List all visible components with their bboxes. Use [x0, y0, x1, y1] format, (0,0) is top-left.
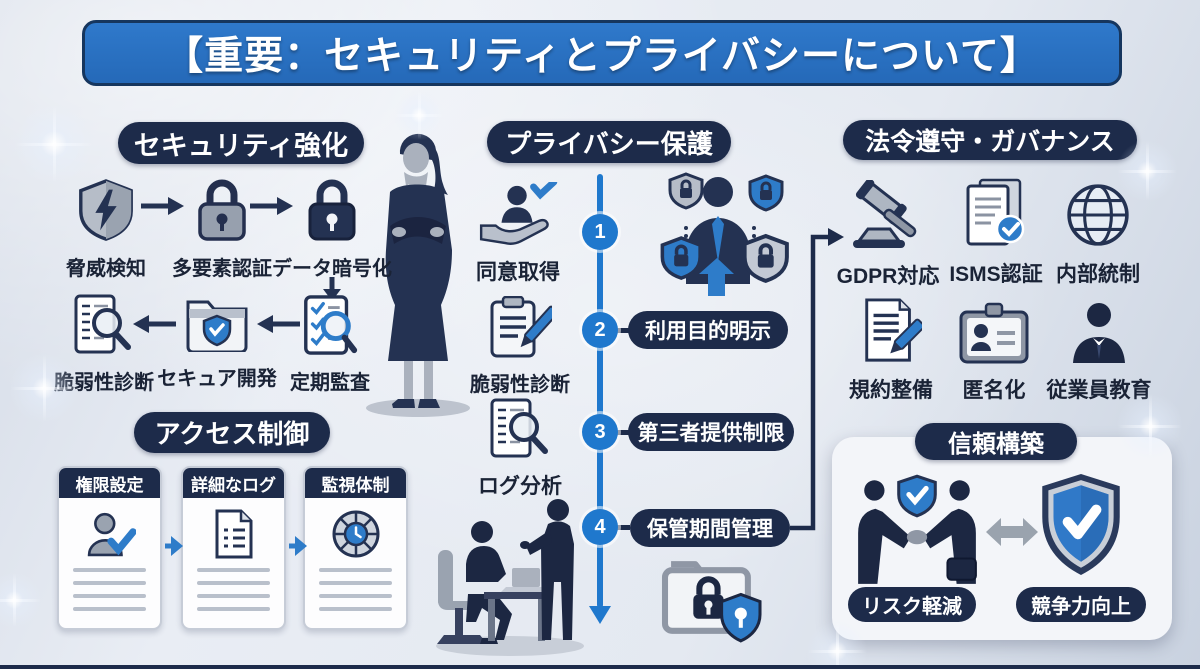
timeline-connector	[614, 430, 630, 435]
card-title: 権限設定	[59, 468, 160, 498]
id-badge-icon	[959, 302, 1029, 369]
timeline-connector	[614, 525, 630, 530]
arrow-left-icon	[257, 315, 300, 333]
step-number: 1	[594, 220, 606, 243]
consent-hand-icon	[477, 178, 559, 251]
employee-icon	[1069, 300, 1129, 369]
timeline-step-2: 2	[582, 312, 618, 348]
trust-badge-competitiveness: 競争力向上	[1016, 587, 1146, 622]
sparkle-glint	[8, 98, 100, 190]
trust-badge-risk-reduction: リスク軽減	[848, 587, 976, 622]
log-analysis-icon	[488, 398, 552, 465]
folder-shield-icon	[184, 294, 250, 357]
section-title-privacy: プライバシー保護	[487, 121, 731, 163]
governance-item-employee-training: 従業員教育	[1044, 300, 1154, 404]
privacy-item-consent: 同意取得	[466, 178, 570, 286]
security-item-threat-detection: 脅威検知	[58, 178, 154, 281]
privacy-item-log-analysis: ログ分析	[466, 398, 574, 500]
document-magnifier-icon	[72, 294, 136, 361]
governance-item-gdpr: GDPR対応	[836, 178, 940, 290]
clipboard-pencil-icon	[488, 295, 559, 363]
item-label: 脅威検知	[66, 258, 146, 280]
audit-checklist-icon	[300, 294, 360, 361]
arrow-down-icon	[323, 277, 341, 301]
consultation-illustration	[436, 499, 584, 656]
timeline-connector	[614, 328, 630, 333]
log-document-icon	[213, 508, 255, 560]
item-label: 多要素認証	[172, 258, 272, 280]
bottom-border	[0, 665, 1200, 669]
sparkle-glint	[0, 568, 46, 632]
arrow-right-icon	[165, 536, 183, 556]
section-title-trust: 信頼構築	[915, 423, 1077, 460]
data-protection-illustration	[660, 172, 789, 296]
access-card-detailed-logs: 詳細なログ	[181, 466, 286, 630]
item-label: 脆弱性診断	[470, 374, 570, 396]
user-check-icon	[84, 508, 136, 560]
security-item-vulnerability-scan: 脆弱性診断	[52, 294, 156, 395]
governance-item-isms: ISMS認証	[946, 178, 1046, 288]
security-item-encryption: データ暗号化	[270, 178, 394, 281]
placeholder-lines	[59, 560, 160, 611]
arrow-left-icon	[133, 315, 176, 333]
certificate-check-icon	[964, 178, 1028, 253]
item-label: 脆弱性診断	[54, 372, 154, 394]
step-number: 3	[594, 420, 606, 443]
privacy-step-third-party-restriction: 第三者提供制限	[628, 413, 794, 451]
padlock-gray-icon	[193, 178, 251, 247]
security-item-periodic-audit: 定期監査	[282, 294, 378, 395]
item-label: GDPR対応	[836, 265, 940, 288]
timeline-step-1: 1	[582, 214, 618, 250]
access-card-permissions: 権限設定	[57, 466, 162, 630]
card-title: 詳細なログ	[183, 468, 284, 498]
item-label: 同意取得	[476, 261, 560, 284]
item-label: 規約整備	[849, 379, 933, 402]
step-number: 4	[594, 515, 606, 538]
timeline-line	[597, 174, 603, 608]
privacy-step-retention-management: 保管期間管理	[630, 509, 790, 547]
governance-item-terms: 規約整備	[845, 298, 937, 404]
arrow-right-icon	[289, 536, 307, 556]
security-item-mfa: 多要素認証	[166, 178, 278, 281]
item-label: 匿名化	[962, 379, 1026, 402]
flow-connector	[790, 228, 844, 531]
handshake-illustration	[858, 474, 977, 584]
item-label: ISMS認証	[949, 263, 1043, 286]
governance-item-internal-control: 内部統制	[1054, 182, 1142, 288]
section-title-governance: 法令遵守・ガバナンス	[843, 120, 1137, 160]
businesswoman-illustration	[366, 133, 470, 417]
trust-shield-icon	[1042, 474, 1120, 575]
item-label: 内部統制	[1056, 263, 1140, 286]
timeline-arrow-icon	[589, 606, 611, 624]
item-label: ログ分析	[478, 475, 562, 498]
timeline-step-3: 3	[582, 414, 618, 450]
globe-icon	[1065, 182, 1131, 253]
placeholder-lines	[305, 560, 406, 611]
arrow-right-icon	[141, 197, 184, 215]
access-card-monitoring: 監視体制	[303, 466, 408, 630]
item-label: 定期監査	[290, 372, 370, 394]
arrow-right-icon	[250, 197, 293, 215]
timeline-step-4: 4	[582, 509, 618, 545]
step-number: 2	[594, 318, 606, 341]
governance-item-anonymization: 匿名化	[950, 302, 1038, 404]
section-title-security: セキュリティ強化	[118, 122, 364, 164]
shield-lightning-icon	[75, 178, 137, 247]
section-title-access-control: アクセス制御	[134, 412, 330, 453]
privacy-item-vulnerability-scan: 脆弱性診断	[468, 295, 572, 397]
placeholder-lines	[183, 560, 284, 611]
monitoring-dial-icon	[331, 508, 381, 560]
privacy-step-purpose-disclosure: 利用目的明示	[628, 311, 788, 349]
item-label: 従業員教育	[1046, 379, 1152, 402]
double-arrow-icon	[986, 518, 1038, 546]
padlock-dark-icon	[303, 178, 361, 247]
item-label: セキュア開発	[157, 368, 277, 390]
gavel-icon	[849, 178, 927, 255]
page-title: 【重要：セキュリティとプライバシーについて】	[82, 20, 1122, 86]
card-title: 監視体制	[305, 468, 406, 498]
document-pen-icon	[860, 298, 926, 369]
item-label: データ暗号化	[272, 258, 392, 280]
secure-folder-icon	[661, 561, 762, 643]
security-item-secure-development: セキュア開発	[155, 294, 279, 391]
